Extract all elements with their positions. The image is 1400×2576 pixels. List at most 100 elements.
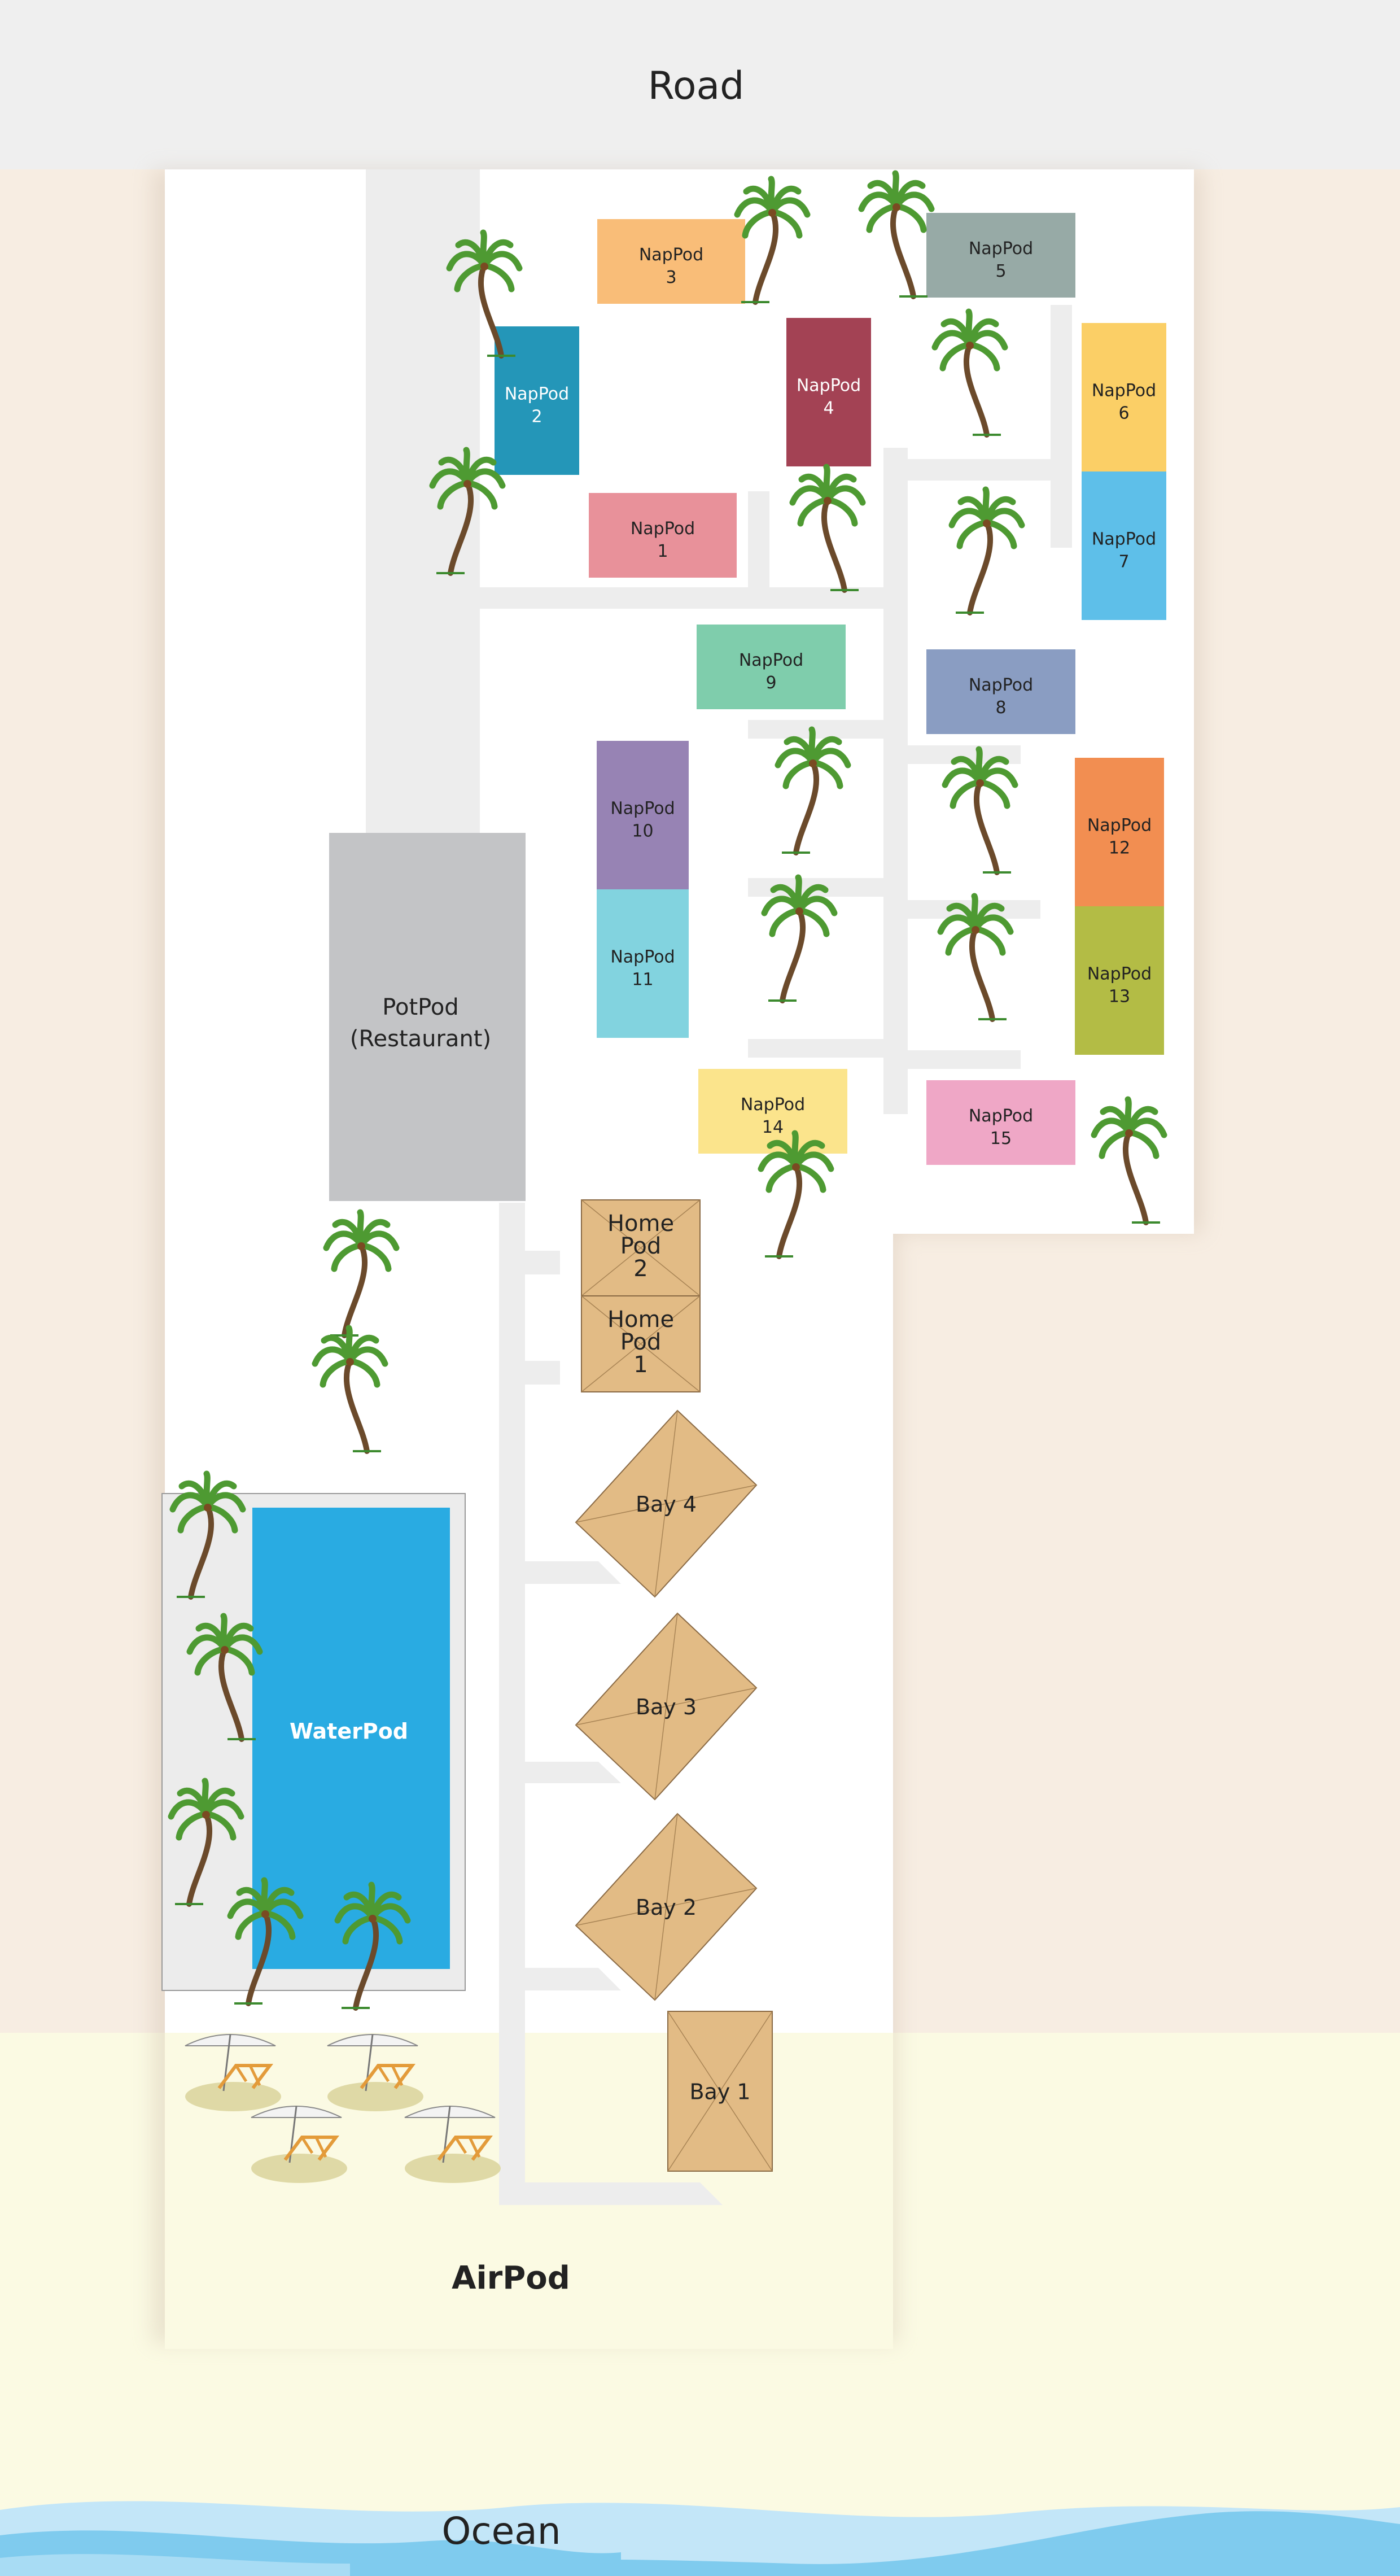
palm-tree-icon [312,1325,388,1454]
nappod-1[interactable]: NapPod 1 [589,493,737,578]
nappod-number: 8 [995,698,1006,718]
palm-tree-icon [931,308,1008,438]
nappod-number: 10 [632,822,653,841]
nappod-number: 5 [995,261,1006,281]
nappod-9[interactable]: NapPod 9 [697,625,846,709]
palm-trees [168,170,1167,2011]
nappod-label: NapPod [1087,964,1152,984]
palm-tree-icon [323,1209,400,1338]
beach-lounger-icon [404,2106,501,2183]
nappod-6[interactable]: NapPod 6 [1082,323,1166,471]
nappod-number: 7 [1118,552,1129,572]
nappod-rect [786,318,871,466]
bay-3[interactable]: Bay 3 [575,1612,758,1801]
nappod-label: NapPod [969,675,1033,695]
nappod-rect [597,219,745,304]
palm-tree-icon [761,874,838,1003]
waterpod-pool[interactable]: WaterPod [161,1493,466,1991]
nappod-rect [597,741,689,889]
ocean-area [0,2501,1400,2576]
palm-tree-icon [429,447,506,576]
palm-tree-icon [775,726,851,855]
bays-layer: Bay 4 Bay 3 Bay 2 Bay 1 [575,1409,773,2172]
nappod-label: NapPod [969,1106,1033,1126]
waterpod-label: WaterPod [290,1719,408,1744]
beach-loungers [185,2034,501,2183]
nappod-rect [926,1080,1075,1165]
nappod-number: 2 [531,407,542,427]
nappod-7[interactable]: NapPod 7 [1082,471,1166,620]
palm-tree-icon [186,1613,263,1742]
nappod-label: NapPod [639,245,703,265]
nappods-layer: NapPod1NapPod2NapPod3NapPod4NapPod5NapPo… [495,213,1166,1165]
nappod-number: 14 [762,1117,784,1137]
nappod-number: 13 [1109,987,1130,1007]
nappod-number: 9 [765,673,776,693]
palm-tree-icon [948,486,1025,615]
homepod-label: Home [607,1211,674,1237]
homepod-label: Home [607,1307,674,1333]
road-area [0,0,1400,169]
palm-tree-icon [168,1778,244,1907]
nappod-3[interactable]: NapPod 3 [597,219,745,304]
nappod-2[interactable]: NapPod 2 [495,326,579,475]
beach-lounger-icon [327,2034,423,2111]
nappod-rect [495,326,579,475]
homepod-label: Pod [620,1233,662,1259]
nappod-label: NapPod [1087,816,1152,836]
nappod-rect [1082,323,1166,471]
nappod-rect [698,1069,847,1154]
bay-2[interactable]: Bay 2 [575,1813,758,2001]
bay-label: Bay 3 [636,1695,697,1719]
bay-label: Bay 2 [636,1895,697,1920]
palm-tree-icon [446,229,523,359]
palm-tree-icon [758,1130,834,1259]
palm-tree-icon [942,746,1018,875]
nappod-label: NapPod [741,1095,805,1115]
nappod-12[interactable]: NapPod 12 [1075,758,1164,906]
nappod-number: 12 [1109,839,1130,858]
palm-tree-icon [937,893,1014,1022]
nappod-number: 1 [657,542,668,561]
palm-tree-icon [334,1881,411,2011]
nappod-4[interactable]: NapPod 4 [786,318,871,466]
nappod-number: 3 [666,268,676,287]
bay-1[interactable]: Bay 1 [667,2011,773,2172]
potpod-building [329,833,526,1201]
homepod-label: 2 [633,1256,648,1282]
bay-4[interactable]: Bay 4 [575,1409,758,1598]
nappod-label: NapPod [797,376,861,396]
potpod-restaurant[interactable]: PotPod (Restaurant) [329,833,526,1201]
road-label: Road [648,64,745,108]
nappod-label: NapPod [1092,381,1156,401]
nappod-number: 4 [823,399,834,418]
palm-tree-icon [227,1877,304,2006]
ocean-label: Ocean [441,2509,561,2553]
nappod-8[interactable]: NapPod 8 [926,649,1075,734]
palm-tree-icon [1091,1096,1167,1225]
nappod-label: NapPod [739,650,803,670]
airpod-label: AirPod [452,2260,570,2296]
homepod-label: Pod [620,1329,662,1355]
nappod-label: NapPod [969,239,1033,259]
nappod-label: NapPod [505,385,569,404]
potpod-sublabel: (Restaurant) [350,1026,491,1052]
nappod-rect [589,493,737,578]
nappod-label: NapPod [631,519,695,539]
nappod-label: NapPod [1092,530,1156,549]
nappod-rect [697,625,846,709]
nappod-number: 6 [1118,404,1129,423]
nappod-rect [1075,758,1164,906]
bay-label: Bay 1 [689,2080,750,2105]
nappod-rect [1082,471,1166,620]
nappod-13[interactable]: NapPod 13 [1075,906,1164,1055]
nappod-rect [926,213,1075,298]
